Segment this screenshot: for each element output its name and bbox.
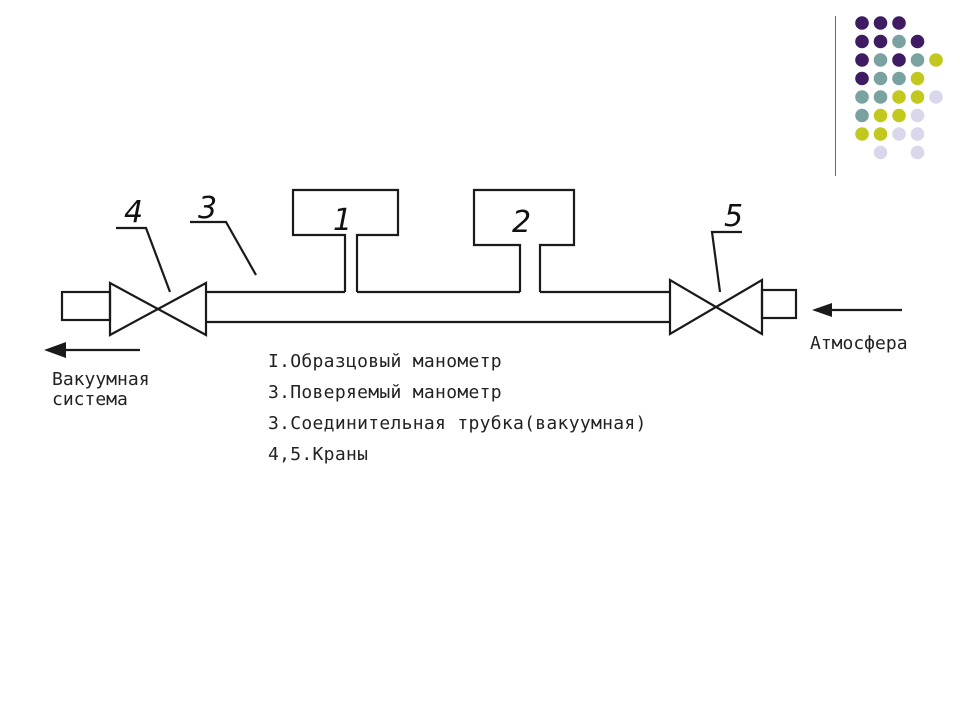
decor-dot	[892, 127, 906, 141]
decor-dot	[855, 53, 869, 67]
leader-4	[116, 226, 172, 293]
valve-5-label: 5	[724, 199, 743, 234]
tube-3-label: 3	[198, 191, 217, 226]
decor-dot	[892, 90, 906, 104]
decor-dot	[873, 71, 888, 86]
gauge-1-box	[291, 188, 400, 292]
decor-dot	[873, 16, 888, 30]
vertical-rule	[835, 16, 836, 176]
decor-dot	[892, 16, 906, 30]
right-flow-arrowhead	[812, 303, 832, 317]
decor-dot	[892, 53, 906, 67]
decor-dot	[910, 34, 925, 49]
decor-dot	[929, 90, 943, 104]
decor-dot	[855, 127, 869, 141]
decor-dot	[855, 16, 869, 30]
decor-dot	[855, 34, 869, 49]
gauge-2-label: 2	[512, 205, 531, 240]
decor-dot	[873, 53, 888, 67]
decor-dot	[910, 108, 925, 123]
decorative-dot-grid	[855, 16, 943, 160]
decor-dot	[855, 71, 869, 86]
leader-3	[190, 220, 257, 276]
valve-4-left-triangle	[108, 281, 161, 337]
valve-5-left-triangle	[668, 278, 719, 336]
legend-item: 3.Соединительная трубка(вакуумная)	[268, 413, 647, 434]
legend-item: 4,5.Краны	[268, 444, 369, 465]
decor-dot	[892, 108, 906, 123]
legend-item: 3.Поверяемый манометр	[268, 382, 502, 403]
decor-dot	[910, 90, 925, 104]
valve-4-label: 4	[124, 195, 143, 230]
decor-dot	[892, 71, 906, 86]
decor-dot	[855, 90, 869, 104]
leader-5	[710, 230, 742, 293]
decor-dot	[873, 108, 888, 123]
right-pipe-stub	[760, 288, 798, 320]
decor-dot	[910, 53, 925, 67]
decor-dot	[892, 34, 906, 49]
legend-item: I.Образцовый манометр	[268, 351, 502, 372]
right-flow-label: Атмосфера	[810, 333, 908, 354]
decor-dot	[855, 108, 869, 123]
valve-5-right-triangle	[713, 278, 764, 336]
left-flow-arrowhead	[44, 342, 66, 358]
decor-dot	[873, 34, 888, 49]
decor-dot	[910, 71, 925, 86]
decor-dot	[873, 90, 888, 104]
left-flow-label-line-2: система	[52, 389, 128, 410]
decor-dot	[929, 53, 943, 67]
left-pipe-stub	[60, 290, 112, 322]
valve-4-right-triangle	[155, 281, 208, 337]
decor-dot	[873, 145, 888, 160]
gauge-1-label: 1	[333, 203, 352, 238]
gauge-2-box	[472, 188, 576, 292]
decor-dot	[910, 127, 925, 141]
left-flow-label-line-1: Вакуумная	[52, 369, 150, 390]
decor-dot	[910, 145, 925, 160]
decor-dot	[873, 127, 888, 141]
legend: I.Образцовый манометр 3.Поверяемый маном…	[268, 346, 647, 470]
left-flow-label: Вакуумная система	[52, 370, 150, 410]
